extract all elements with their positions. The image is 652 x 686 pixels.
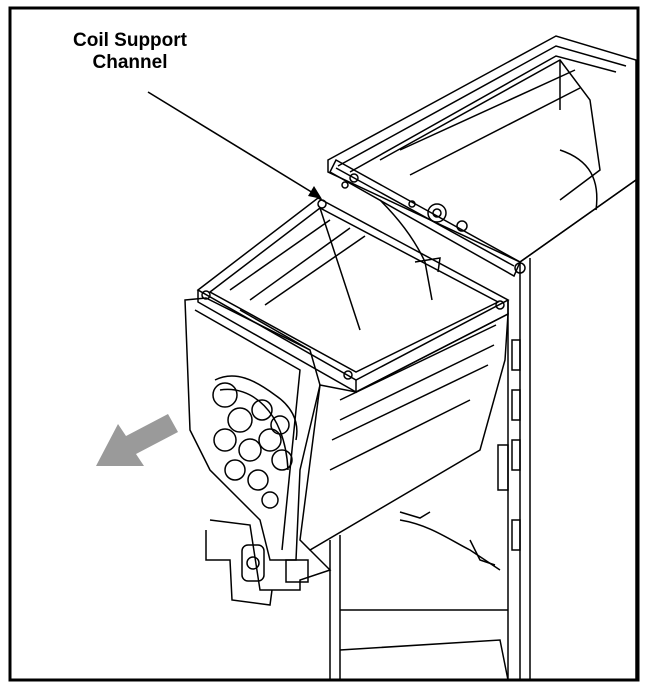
- figure-border: [8, 6, 640, 682]
- callout-line-2: Channel: [92, 52, 168, 73]
- cabinet: [327, 35, 637, 681]
- coil-drawer: [184, 197, 510, 606]
- callout-line-1: Coil Support: [73, 30, 187, 51]
- arrow-left-down-icon: [96, 414, 178, 466]
- callout-leader: [147, 91, 322, 199]
- callout-label: Coil Support Channel: [30, 30, 230, 74]
- coil-support-channel: [329, 158, 526, 278]
